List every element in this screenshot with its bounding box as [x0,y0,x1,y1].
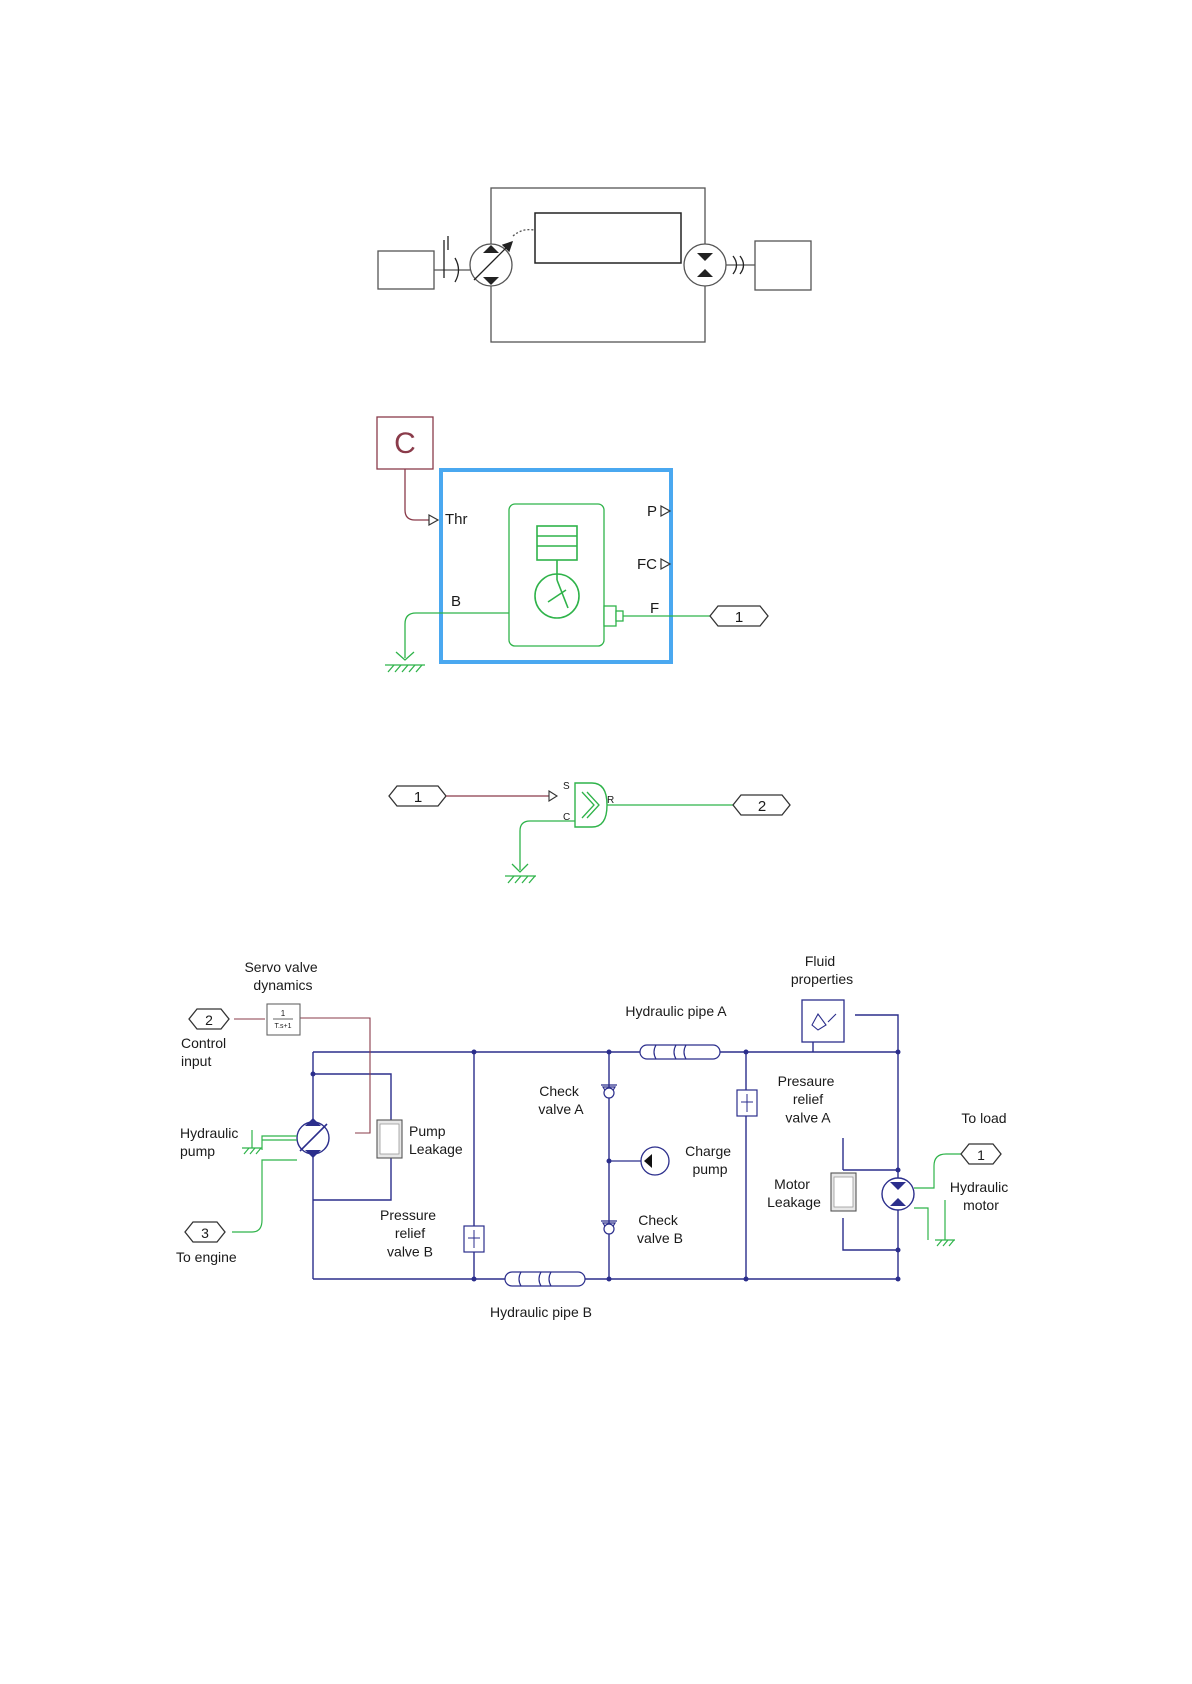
throttle-signal-line [405,469,429,520]
pressure-relief-a-label: Presaure relief valve A [778,1073,839,1125]
sensor-inport-1-label: 1 [414,789,422,806]
hydraulic-pump-symbol[interactable] [297,1118,329,1158]
to-engine-port-label: 3 [201,1225,209,1241]
control-input-text-line-2: input [181,1053,211,1069]
to-engine-label: To engine [176,1249,237,1265]
pump-reference-symbol [242,1130,262,1154]
pump-leakage-icon [380,1124,399,1154]
schematic-overview [378,188,811,342]
load-box [755,241,811,290]
check-valve-b-text-line-2: valve B [637,1230,683,1246]
hydraulic-motor-text: Hydraulic [950,1179,1008,1195]
servo-tf-num: 1 [281,1009,286,1018]
converter-block[interactable] [575,783,607,827]
check-valve-b[interactable] [601,1221,617,1234]
pressure-relief-b-text-line-3: valve B [387,1243,433,1259]
servo-valve-text: Servo valve [244,959,317,975]
motor-leakage-label: Motor Leakage [767,1176,821,1210]
motor-leakage-text: Motor [774,1176,810,1192]
motor-reference-symbol [935,1240,955,1246]
pump-mech-lines [262,1136,297,1150]
crankshaft-port-tip [616,611,623,621]
fluid-properties-label: Fluid properties [791,953,853,987]
hydraulic-motor-label: Hydraulic motor [950,1179,1012,1213]
servo-tf-den: T.s+1 [275,1023,292,1030]
fluid-properties-text-line-2: properties [791,971,853,987]
hydraulic-circuit: 2 Control input 1 T.s+1 Servo valve dyna… [176,953,1012,1320]
servo-valve-label: Servo valve dynamics [244,959,321,993]
s-port-triangle [549,791,557,801]
port-thr-label: Thr [445,511,468,528]
check-valve-b-label: Check valve B [637,1212,683,1246]
servo-valve-text-line-2: dynamics [253,977,312,993]
sensor-diagram: 1 S C R 2 [389,781,790,883]
charge-pump-label: Charge pump [685,1143,735,1177]
hydraulic-pipe-a-label: Hydraulic pipe A [625,1003,727,1019]
pump-leakage-label: Pump Leakage [409,1123,463,1157]
controller-box [535,213,681,263]
motor-reference-line [914,1200,945,1240]
pressure-relief-b-text: Pressure [380,1207,436,1223]
sensor-reference-line [520,821,575,870]
pressure-relief-b-label: Pressure relief valve B [380,1207,440,1259]
pressure-relief-b-text-line-2: relief [395,1225,425,1241]
hydraulic-motor-text-line-2: motor [963,1197,999,1213]
port-s-label: S [563,781,570,792]
left-coupling [444,236,448,278]
pressure-relief-a-text: Presaure [778,1073,835,1089]
port-fc-label: FC [637,556,657,573]
hydraulic-pump-text-line-2: pump [180,1143,215,1159]
pump-leakage-text: Pump [409,1123,446,1139]
motor-symbol [684,244,726,286]
pressure-relief-valve-a[interactable] [737,1090,757,1116]
charge-pump-text: Charge [685,1143,731,1159]
motor-leakage-icon [834,1177,853,1207]
pump-to-engine-line [232,1160,297,1232]
engine-diagram: C Thr P FC B F [377,417,768,672]
check-valve-a-label: Check valve A [538,1083,584,1117]
check-valve-a-text-line-2: valve A [538,1101,584,1117]
fluid-properties-text: Fluid [805,953,835,969]
to-load-label: To load [961,1110,1006,1126]
hydraulic-pipe-b[interactable] [505,1272,585,1286]
hydraulic-pump-text: Hydraulic [180,1125,238,1141]
engine-outport-1-label: 1 [735,609,743,626]
pressure-relief-a-text-line-2: relief [793,1091,823,1107]
control-signal-lines [234,1018,370,1133]
control-input-port-label: 2 [205,1012,213,1028]
control-input-text: Control [181,1035,226,1051]
variable-pump-symbol [470,230,534,286]
charge-pump-symbol[interactable] [641,1147,669,1175]
hydraulic-pipe-a[interactable] [640,1045,720,1059]
crankshaft-port-box [604,606,616,626]
check-valve-a-text: Check [539,1083,580,1099]
pump-leakage-text-line-2: Leakage [409,1141,463,1157]
port-p-label: P [647,503,657,520]
motor-leakage-text-line-2: Leakage [767,1194,821,1210]
to-load-port-label: 1 [977,1147,985,1163]
hydraulic-pipe-b-label: Hydraulic pipe B [490,1304,592,1320]
hydraulic-motor-symbol[interactable] [882,1178,914,1210]
thr-port-triangle [429,515,438,525]
closed-loop-frame [491,188,705,342]
pressure-relief-valve-b[interactable] [464,1226,484,1252]
hydraulic-pump-label: Hydraulic pump [180,1125,242,1159]
control-input-label: Control input [181,1035,230,1069]
pressure-relief-a-text-line-3: valve A [785,1109,831,1125]
check-valve-b-text: Check [638,1212,679,1228]
check-valve-a[interactable] [601,1085,617,1098]
port-b-label: B [451,593,461,610]
prime-mover-box [378,251,434,289]
port-f-label: F [650,600,659,617]
sensor-outport-2-label: 2 [758,798,766,815]
constant-label: C [394,427,416,460]
charge-pump-text-line-2: pump [692,1161,727,1177]
